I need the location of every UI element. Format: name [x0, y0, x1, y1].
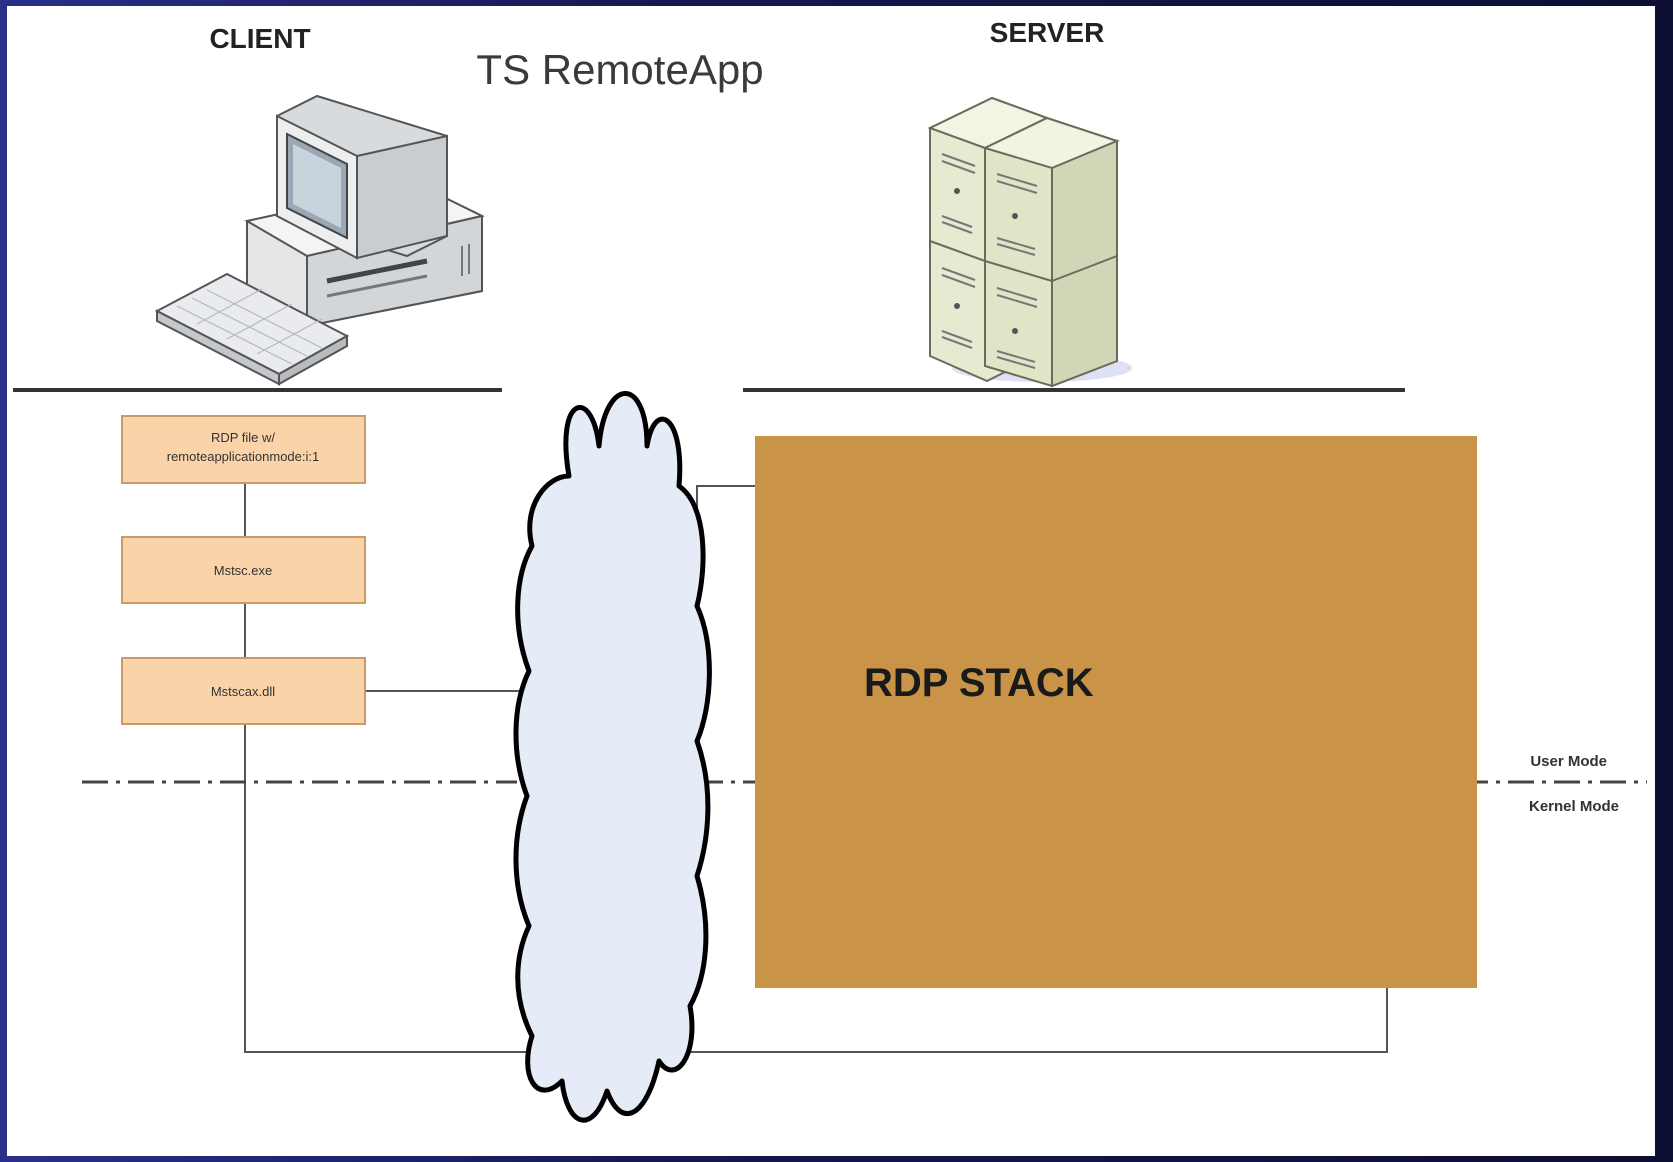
rdp-stack-box: [755, 436, 1477, 988]
component-label: remoteapplicationmode:i:1: [167, 449, 319, 464]
component-mstsc-exe: Mstsc.exe: [121, 536, 366, 604]
diagram-title: TS RemoteApp: [476, 46, 763, 93]
component-label: Mstscax.dll: [211, 684, 275, 699]
server-label: SERVER: [990, 17, 1105, 48]
server-rack-icon: [927, 96, 1132, 388]
client-label: CLIENT: [209, 23, 310, 54]
rdp-stack-label: RDP STACK: [864, 661, 1094, 705]
user-mode-label: User Mode: [1530, 753, 1607, 770]
network-cloud-icon: [513, 391, 712, 1123]
diagram-svg: CLIENT SERVER TS RemoteApp: [13, 17, 1647, 1123]
component-label: RDP file w/: [211, 430, 275, 445]
component-label: Mstsc.exe: [214, 563, 273, 578]
diagram-canvas: CLIENT SERVER TS RemoteApp: [7, 6, 1655, 1156]
component-rdp-file: RDP file w/ remoteapplicationmode:i:1: [121, 415, 366, 484]
desktop-computer-icon: [154, 94, 485, 386]
kernel-mode-label: Kernel Mode: [1529, 798, 1619, 815]
component-mstscax-dll: Mstscax.dll: [121, 657, 366, 725]
